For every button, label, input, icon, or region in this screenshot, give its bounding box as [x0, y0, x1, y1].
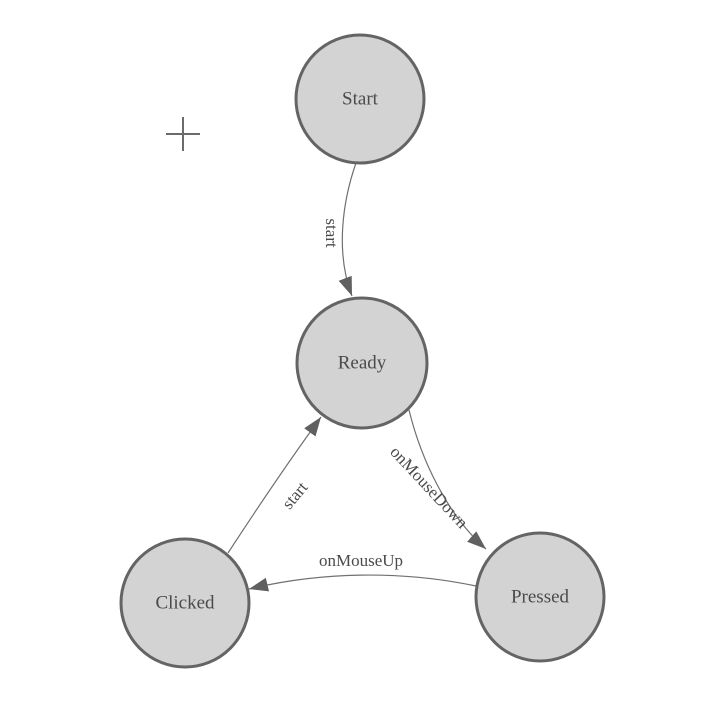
- state-circle-ready: [295, 296, 429, 430]
- state-node-start[interactable]: Start: [294, 33, 426, 165]
- state-circle-pressed: [474, 531, 606, 663]
- state-circle-start: [294, 33, 426, 165]
- state-label-pressed: Pressed: [511, 587, 570, 608]
- edge-clicked-to-ready: [227, 416, 322, 554]
- edge-label-ready-to-pressed: onMouseDown: [386, 442, 472, 532]
- state-node-ready[interactable]: Ready: [295, 296, 429, 430]
- edge-label-clicked-to-ready: start: [278, 478, 312, 513]
- edge-pressed-to-clicked: [248, 574, 477, 592]
- crosshair-marker: [166, 117, 200, 151]
- state-label-start: Start: [342, 89, 379, 110]
- state-label-clicked: Clicked: [155, 593, 215, 614]
- state-label-ready: Ready: [338, 353, 387, 374]
- state-node-clicked[interactable]: Clicked: [119, 537, 251, 669]
- edge-start-to-ready: [338, 162, 357, 297]
- edge-label-pressed-to-clicked: onMouseUp: [319, 551, 403, 570]
- state-node-pressed[interactable]: Pressed: [474, 531, 606, 663]
- nodes-layer: Start Ready Clicked Pressed: [119, 33, 606, 669]
- edge-label-start-to-ready: start: [322, 218, 341, 248]
- state-circle-clicked: [119, 537, 251, 669]
- edge-ready-to-pressed: [408, 409, 487, 550]
